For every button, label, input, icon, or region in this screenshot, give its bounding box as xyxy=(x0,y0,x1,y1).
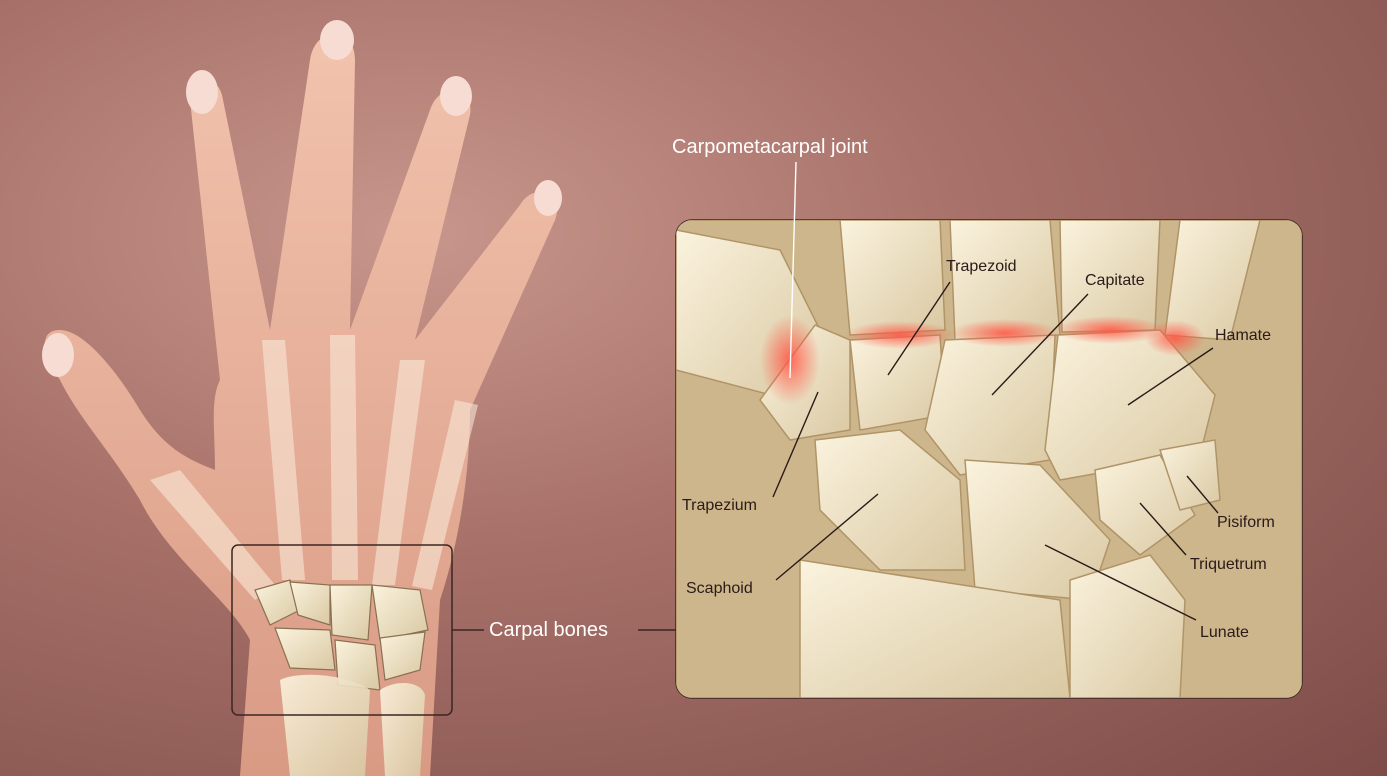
label-carpal-bones: Carpal bones xyxy=(489,619,608,642)
label-trapezium: Trapezium xyxy=(682,497,757,515)
label-triquetrum: Triquetrum xyxy=(1190,556,1267,574)
label-hamate: Hamate xyxy=(1215,327,1271,345)
label-trapezoid: Trapezoid xyxy=(946,258,1017,276)
metacarpal-2 xyxy=(840,220,945,335)
ulna-bone xyxy=(380,683,425,776)
thumb-nail xyxy=(42,333,74,377)
little-nail xyxy=(534,180,562,216)
index-nail xyxy=(186,70,218,114)
label-lunate: Lunate xyxy=(1200,624,1249,642)
label-pisiform: Pisiform xyxy=(1217,514,1275,532)
middle-nail xyxy=(320,20,354,60)
label-scaphoid: Scaphoid xyxy=(686,580,753,598)
label-capitate: Capitate xyxy=(1085,272,1145,290)
ring-nail xyxy=(440,76,472,116)
capitate-bone xyxy=(925,335,1055,475)
radius-bone xyxy=(280,675,370,776)
label-carpometacarpal-joint: Carpometacarpal joint xyxy=(672,136,868,159)
